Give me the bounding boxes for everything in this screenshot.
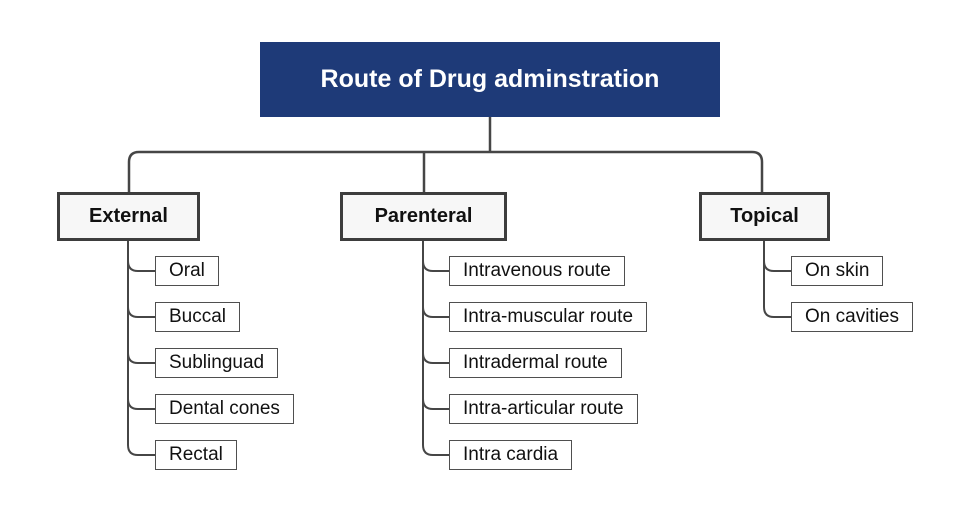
leaf-node-buccal: Buccal: [155, 302, 241, 332]
leaf-node-on-cavities: On cavities: [791, 302, 913, 332]
leaf-node-intravenous-route: Intravenous route: [449, 256, 625, 286]
leaf-node-intra-muscular-route: Intra-muscular route: [449, 302, 648, 332]
root-node-title: Route of Drug adminstration: [260, 42, 720, 117]
branch-node-topical: Topical: [699, 192, 830, 241]
leaf-node-sublinguad: Sublinguad: [155, 348, 279, 378]
leaf-node-intradermal-route: Intradermal route: [449, 348, 622, 378]
leaf-node-intra-articular-route: Intra-articular route: [449, 394, 638, 424]
leaf-node-rectal: Rectal: [155, 440, 237, 470]
branch-node-parenteral: Parenteral: [340, 192, 507, 241]
leaf-node-intra-cardia: Intra cardia: [449, 440, 573, 470]
leaf-node-oral: Oral: [155, 256, 219, 286]
leaf-node-on-skin: On skin: [791, 256, 884, 286]
branch-node-external: External: [57, 192, 200, 241]
leaf-node-dental-cones: Dental cones: [155, 394, 294, 424]
